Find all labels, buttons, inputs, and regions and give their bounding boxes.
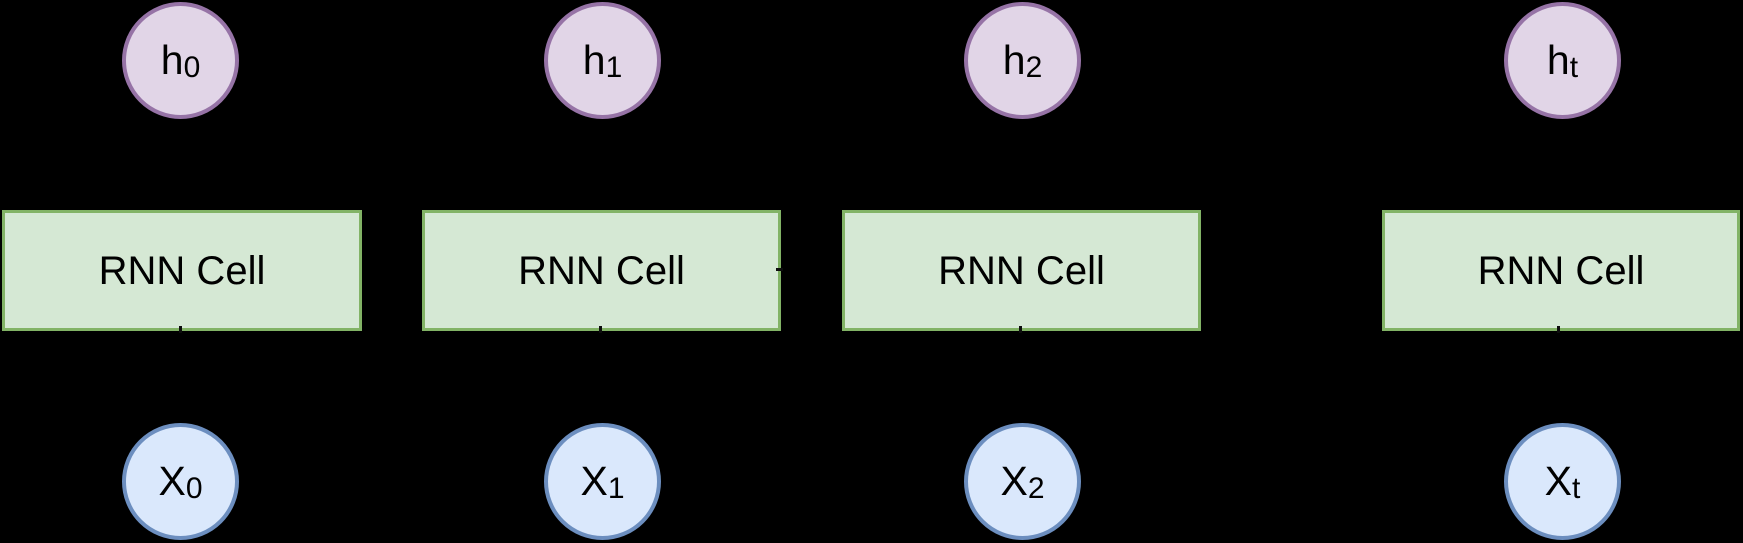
hidden-state-node-h0: h0 xyxy=(122,2,239,119)
node-label: Xt xyxy=(1544,458,1581,505)
node-label: ht xyxy=(1546,37,1579,84)
arrowhead-tick xyxy=(599,326,602,333)
arrowhead-tick xyxy=(1557,326,1560,333)
rnn-cell-node-0: RNN Cell xyxy=(2,210,362,331)
arrowhead-tick xyxy=(179,326,182,333)
hidden-state-node-h2: h2 xyxy=(964,2,1081,119)
node-label: h1 xyxy=(582,37,623,84)
hidden-state-node-ht: ht xyxy=(1504,2,1621,119)
node-label: X0 xyxy=(158,458,203,505)
rnn-cell-node-1: RNN Cell xyxy=(422,210,781,331)
node-subscript: 0 xyxy=(185,472,203,505)
arrowhead-tick xyxy=(776,268,783,271)
node-subscript: t xyxy=(1572,472,1581,505)
node-label: h2 xyxy=(1002,37,1043,84)
node-subscript: 0 xyxy=(183,51,201,84)
input-node-x2: X2 xyxy=(964,423,1081,540)
cell-label: RNN Cell xyxy=(1477,248,1645,293)
input-node-x1: X1 xyxy=(544,423,661,540)
rnn-cell-node-3: RNN Cell xyxy=(1382,210,1740,331)
hidden-state-node-h1: h1 xyxy=(544,2,661,119)
node-label: X2 xyxy=(1000,458,1045,505)
cell-label: RNN Cell xyxy=(518,248,685,293)
cell-label: RNN Cell xyxy=(938,248,1105,293)
node-subscript: 2 xyxy=(1025,51,1043,84)
node-label: X1 xyxy=(580,458,625,505)
input-node-x0: X0 xyxy=(122,423,239,540)
node-subscript: 1 xyxy=(607,472,625,505)
node-subscript: t xyxy=(1569,51,1579,84)
input-node-xt: Xt xyxy=(1504,423,1621,540)
node-label: h0 xyxy=(160,37,201,84)
node-subscript: 2 xyxy=(1027,472,1045,505)
rnn-cell-node-2: RNN Cell xyxy=(842,210,1201,331)
cell-label: RNN Cell xyxy=(98,248,266,293)
arrowhead-tick xyxy=(1019,326,1022,333)
node-subscript: 1 xyxy=(605,51,623,84)
